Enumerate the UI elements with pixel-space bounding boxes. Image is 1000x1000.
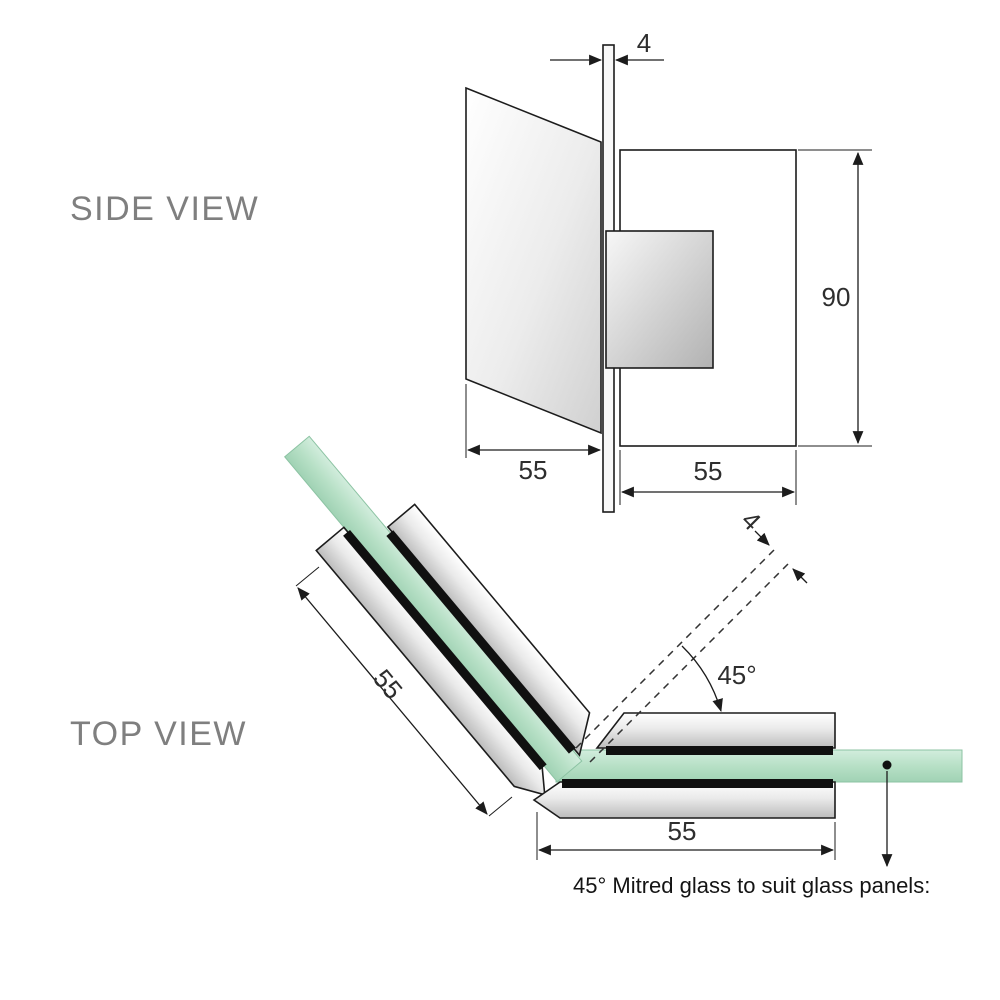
glass-panel-side (465, 86, 602, 435)
top-view-drawing: 4 45° 55 55 45° Mitred glass to suit gla (283, 435, 963, 898)
dim-value-horizontal-width: 55 (668, 816, 697, 846)
extension-line (488, 796, 513, 817)
dim-value-glass-thickness: 4 (637, 28, 651, 58)
dim-value-mitre-angle: 45° (717, 660, 756, 690)
diagonal-clamp-assembly (283, 435, 591, 796)
dim-value-glass-width: 55 (519, 455, 548, 485)
dim-arrow-lower (792, 568, 808, 584)
side-view-title: SIDE VIEW (70, 190, 259, 228)
dim-side-hinge-width: 55 (619, 450, 797, 505)
dim-top-glass-thickness: 4 (736, 505, 808, 584)
dim-top-horizontal-width: 55 (536, 812, 836, 860)
top-view-title: TOP VIEW (70, 715, 247, 753)
dim-value-mitre-glass-thickness: 4 (736, 505, 767, 536)
side-view-drawing: 4 90 55 55 (465, 28, 872, 513)
pointer-dot (882, 760, 892, 770)
dim-value-diagonal-width: 55 (367, 663, 409, 704)
diagonal-clamp-plate-upper (386, 503, 591, 757)
dim-top-mitre-angle: 45° (681, 645, 757, 713)
hinge-clamp-side (605, 230, 714, 369)
dim-arrow-upper (754, 530, 770, 546)
horizontal-clamp-plate-lower (532, 781, 836, 819)
extension-line (295, 566, 320, 587)
caption-pointer (881, 760, 893, 868)
mitred-glass-caption: 45° Mitred glass to suit glass panels: (573, 873, 930, 898)
dim-side-glass-width: 55 (465, 384, 602, 485)
dim-side-glass-thickness: 4 (550, 28, 664, 66)
dim-value-hinge-width: 55 (694, 456, 723, 486)
glass-panel-diagonal (283, 435, 583, 783)
dim-line (297, 587, 488, 815)
horizontal-clamp-plate-upper (595, 712, 836, 749)
dim-side-hinge-height: 90 (798, 149, 872, 447)
dim-value-hinge-height: 90 (822, 282, 851, 312)
angle-arc (681, 645, 723, 713)
